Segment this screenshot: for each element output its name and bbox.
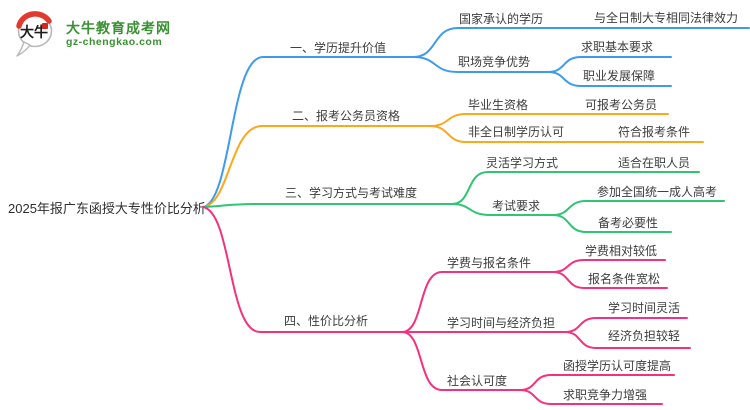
- leaf-same-legal-effect: 与全日制大专相同法律效力: [594, 11, 739, 25]
- branch3-leaf2-line: [552, 214, 672, 233]
- leaf-job-basic-requirement: 求职基本要求: [581, 40, 654, 54]
- branch4-leaf6-line: [519, 389, 663, 405]
- node-tuition-and-conditions: 学费与报名条件: [447, 256, 532, 270]
- branch4-main-line: [202, 206, 403, 333]
- branch4-leaf4-line: [564, 331, 691, 349]
- node-workplace-advantage: 职场竞争优势: [458, 55, 531, 69]
- node-social-recognition: 社会认可度: [447, 374, 508, 388]
- daniu-bubble-logo-icon: 大牛: [16, 11, 53, 57]
- brand-name: 大牛教育成考网: [66, 19, 171, 36]
- leaf-national-adult-exam: 参加全国统一成人高考: [597, 185, 718, 199]
- leaf-need-exam-prep: 备考必要性: [598, 216, 659, 230]
- node-value-of-diploma: 一、学历提升价值: [290, 41, 387, 55]
- branch3-main-line: [202, 203, 453, 208]
- leaf-meets-apply-conditions: 符合报考条件: [618, 125, 691, 139]
- node-parttime-recognized: 非全日制学历认可: [468, 125, 565, 139]
- branch3-child2-line: [451, 203, 554, 216]
- branch4-leaf2-line: [552, 271, 668, 289]
- leaf-flexible-study-time: 学习时间灵活: [608, 301, 681, 315]
- node-graduate-qualification: 毕业生资格: [468, 98, 529, 112]
- site-logo: 大牛 大牛教育成考网 gz-chengkao.com: [12, 10, 171, 58]
- branch1-leaf2-line: [547, 71, 672, 87]
- node-cost-performance: 四、性价比分析: [284, 314, 369, 328]
- leaf-recognition-improving: 函授学历认可度提高: [563, 359, 672, 373]
- leaf-job-competitiveness: 求职竞争力增强: [563, 388, 648, 402]
- node-exam-requirement: 考试要求: [492, 199, 541, 213]
- leaf-can-apply-civil-exam: 可报考公务员: [585, 98, 658, 112]
- branch4-child1-line: [401, 271, 554, 333]
- branch3-child1-line: [451, 171, 700, 205]
- node-civil-servant-eligibility: 二、报考公务员资格: [292, 109, 401, 123]
- node-flexible-study: 灵活学习方式: [486, 156, 559, 170]
- node-study-mode-difficulty: 三、学习方式与考试难度: [285, 186, 418, 200]
- leaf-light-economic-burden: 经济负担较轻: [608, 329, 681, 343]
- branch1-child2-line: [412, 56, 549, 73]
- branch2-child2-line: [429, 125, 704, 143]
- node-state-recognized: 国家承认的学历: [459, 12, 544, 26]
- mindmap-root-topic: 2025年报广东函授大专性价比分析: [8, 201, 206, 216]
- leaf-loose-enroll-conditions: 报名条件宽松: [588, 272, 661, 286]
- branch1-child1-line: [412, 27, 750, 58]
- branch1-main-line: [202, 56, 414, 208]
- branch4-child3-line: [401, 331, 521, 391]
- branch2-main-line: [202, 125, 431, 208]
- leaf-low-tuition: 学费相对较低: [585, 244, 658, 258]
- leaf-suits-working-people: 适合在职人员: [618, 156, 691, 170]
- node-time-and-burden: 学习时间与经济负担: [447, 316, 556, 330]
- leaf-career-security: 职业发展保障: [583, 69, 656, 83]
- logo-daniu-characters: 大牛: [20, 24, 48, 40]
- brand-domain: gz-chengkao.com: [66, 36, 163, 49]
- branch3-leaf1-line: [552, 200, 725, 216]
